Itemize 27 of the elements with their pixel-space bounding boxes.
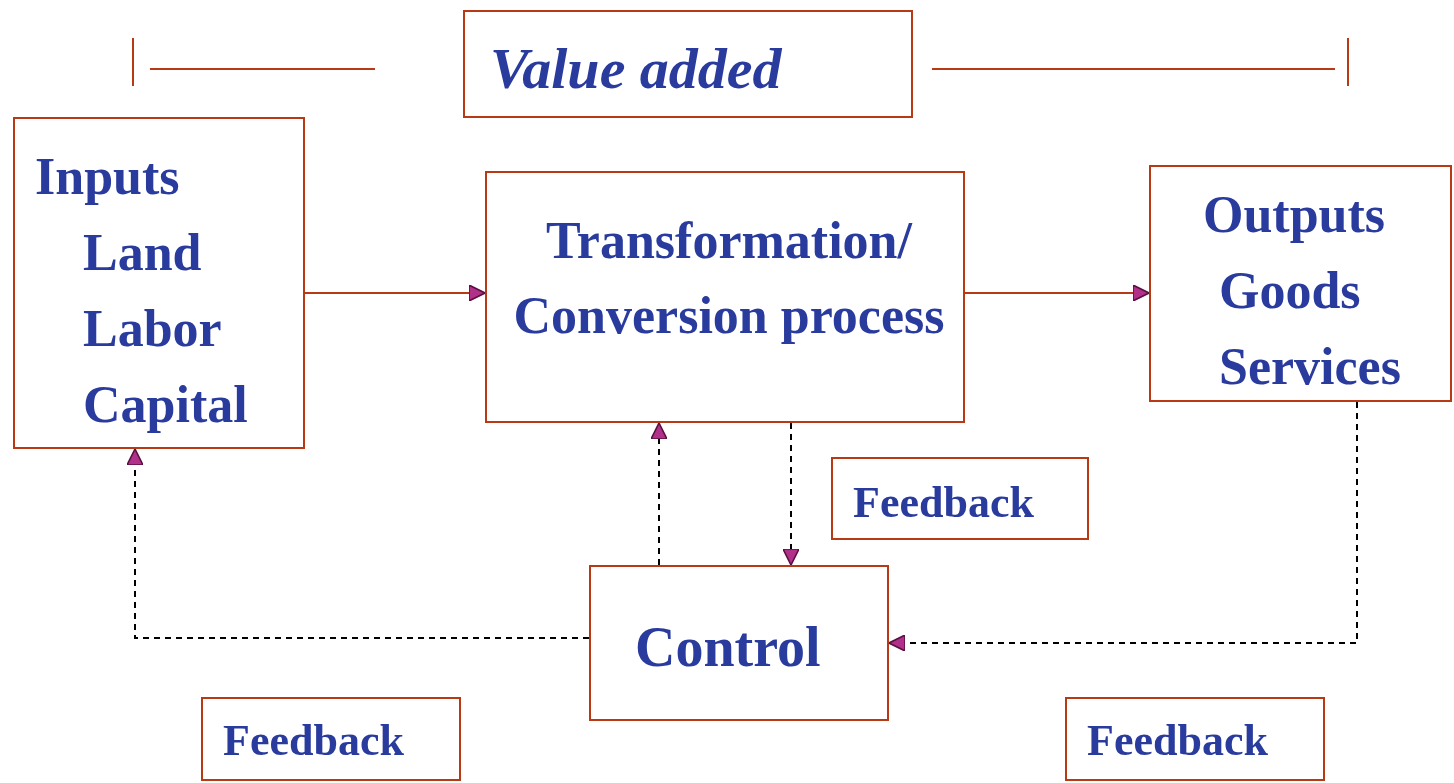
arrow xyxy=(650,422,668,566)
box-text: Labor xyxy=(83,303,222,355)
box-text: Transformation/ Conversion process xyxy=(512,211,946,347)
box-text: Goods xyxy=(1219,265,1361,317)
box-text: Value added xyxy=(490,40,782,98)
box-text: Feedback xyxy=(1087,719,1268,763)
box-text: Control xyxy=(635,619,821,675)
arrow xyxy=(126,448,590,639)
arrow xyxy=(782,422,800,566)
arrow xyxy=(888,401,1358,652)
box-text: Feedback xyxy=(223,719,404,763)
box-text: Land xyxy=(83,227,202,279)
box-text: Services xyxy=(1219,341,1401,393)
process-box xyxy=(1065,697,1325,781)
process-box xyxy=(201,697,461,781)
box-text: Feedback xyxy=(853,481,1034,525)
process-box xyxy=(831,457,1089,540)
arrow xyxy=(964,284,1150,302)
process-box xyxy=(589,565,889,721)
box-text: Outputs xyxy=(1203,189,1386,241)
box-text: Inputs xyxy=(35,151,180,203)
arrow xyxy=(304,284,486,302)
process-box xyxy=(1149,165,1452,402)
process-box xyxy=(463,10,913,118)
box-text: Capital xyxy=(83,379,248,431)
process-box xyxy=(485,171,965,423)
process-box xyxy=(13,117,305,449)
